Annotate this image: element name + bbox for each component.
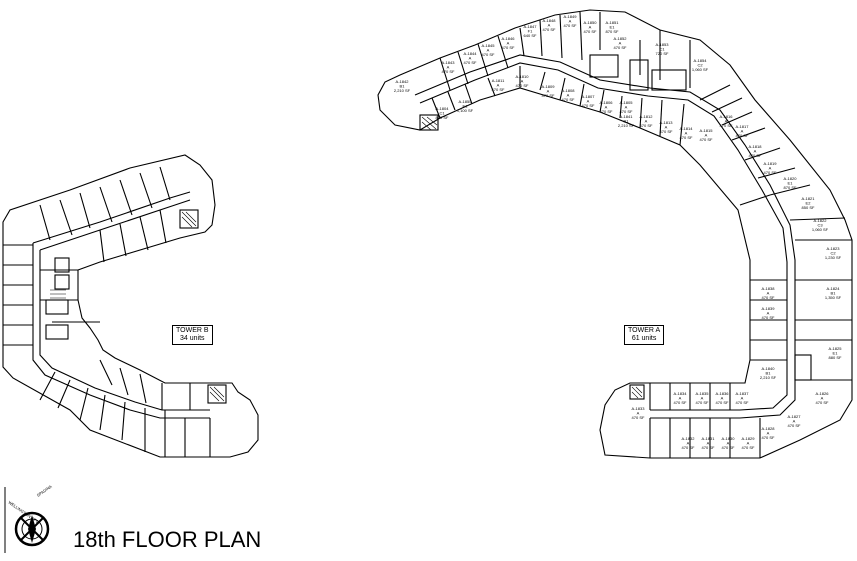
tower-a-name: TOWER A bbox=[628, 327, 661, 334]
tower-a-units: 61 units bbox=[631, 335, 657, 342]
floor-plan-title: 18th FLOOR PLAN bbox=[73, 527, 262, 552]
compass-street-right: SPADINA bbox=[36, 485, 53, 498]
tower-b-units: 34 units bbox=[180, 335, 205, 342]
tower-b-outline bbox=[2, 154, 259, 458]
compass-icon: WELLINGTON ST W SPADINA bbox=[4, 485, 53, 553]
tower-a-label: TOWER A 61 units bbox=[624, 325, 665, 345]
tower-b-label: TOWER B 34 units bbox=[172, 325, 213, 345]
tower-a-outline bbox=[377, 9, 853, 459]
tower-b-name: TOWER B bbox=[176, 327, 209, 334]
